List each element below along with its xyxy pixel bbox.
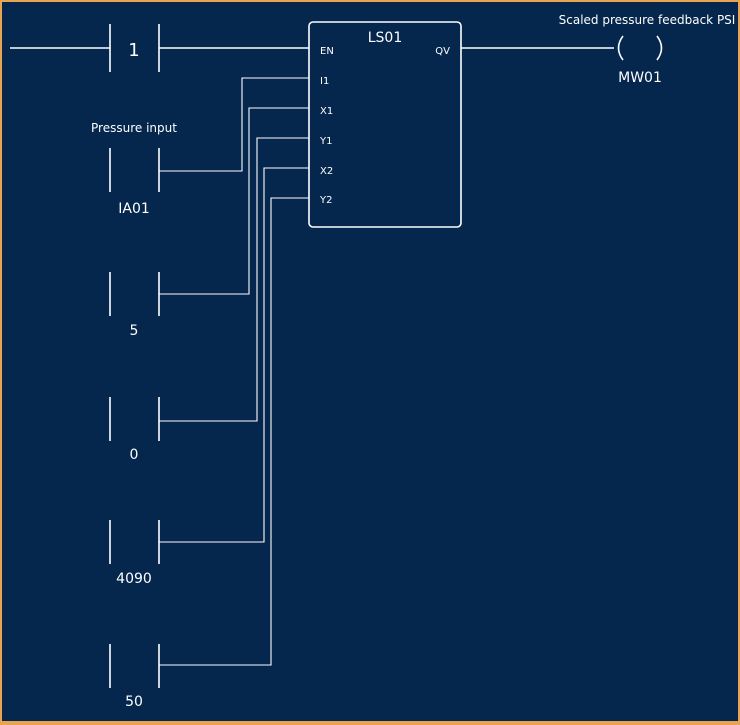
pin-i1-label: I1 — [320, 76, 329, 87]
input-contact-pressure — [109, 148, 160, 192]
input-contact-y2 — [109, 644, 160, 688]
function-block-box — [308, 21, 462, 228]
wire-y2 — [159, 197, 309, 666]
pin-en-label: EN — [320, 46, 334, 57]
wire-x1 — [159, 107, 309, 295]
input-contact-x2 — [109, 520, 160, 564]
pin-qv-label: QV — [435, 46, 450, 57]
pin-y2-label: Y2 — [319, 195, 332, 206]
pin-x2-label: X2 — [320, 166, 333, 177]
wire-y1 — [159, 137, 309, 422]
output-coil — [617, 35, 663, 61]
enable-contact-value: 1 — [128, 40, 139, 61]
input-value-pressure: IA01 — [118, 201, 150, 217]
input-contact-y1 — [109, 397, 160, 441]
input-contact-x1 — [109, 272, 160, 316]
pin-x1-label: X1 — [320, 106, 333, 117]
wire-x2 — [159, 167, 309, 543]
input-label-pressure: Pressure input — [91, 121, 177, 135]
output-coil-address: MW01 — [618, 70, 662, 86]
output-coil-label: Scaled pressure feedback PSI — [559, 13, 736, 27]
function-block-name: LS01 — [368, 30, 403, 46]
input-value-x2: 4090 — [116, 571, 152, 587]
input-value-y1: 0 — [130, 447, 139, 463]
wire-i1 — [159, 77, 309, 172]
input-value-y2: 50 — [125, 694, 143, 710]
input-value-x1: 5 — [130, 323, 139, 339]
pin-y1-label: Y1 — [319, 136, 332, 147]
